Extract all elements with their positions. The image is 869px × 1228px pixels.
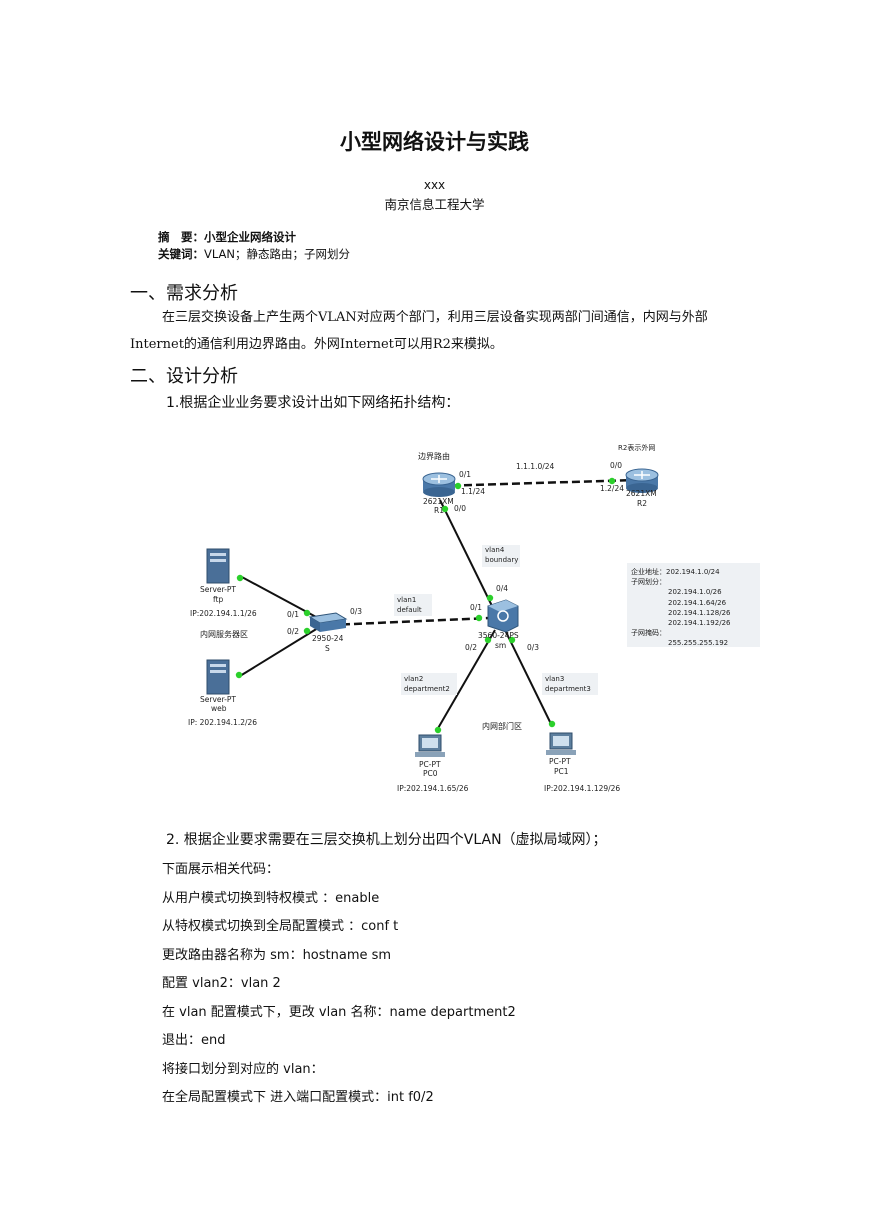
link-sm-pc0: [436, 629, 496, 731]
info-box: [627, 563, 760, 647]
link-s-sm: [329, 616, 491, 627]
server-web-icon[interactable]: [206, 659, 230, 695]
keywords-label: 关键词：: [158, 247, 204, 261]
keywords-text: VLAN；静态路由；子网划分: [204, 247, 351, 261]
info-mask-label: 子网掩码：: [631, 628, 666, 637]
info-address: 企业地址：202.194.1.0/24: [631, 567, 720, 576]
code-line: 从用户模式切换到特权模式 ：enable: [162, 891, 380, 906]
section1-paragraph: 在三层交换设备上产生两个VLAN对应两个部门，利用三层设备实现两部门间通信，内网…: [130, 310, 708, 352]
r2-name: R2: [637, 499, 647, 508]
code-line: 将接口划分到对应的 vlan：: [162, 1062, 324, 1077]
abstract: 摘 要：小型企业网络设计: [158, 229, 296, 245]
sm-port-02: 0/2: [465, 643, 477, 652]
r1-r2-network: 1.1.1.0/24: [516, 462, 555, 471]
pc1-ip: IP:202.194.1.129/26: [544, 784, 620, 793]
code-line: 配置 vlan2：vlan 2: [162, 976, 281, 991]
affiliation: 南京信息工程大学: [384, 197, 485, 212]
r1-name: R1: [434, 506, 444, 515]
abstract-label: 摘 要：: [158, 230, 204, 244]
info-subnet-4: 202.194.1.192/26: [668, 619, 731, 627]
web-model: Server-PT: [200, 695, 236, 704]
r1-model: 2621XM: [423, 497, 454, 506]
s-port-01: 0/1: [287, 610, 299, 619]
r1-port-00: 0/0: [454, 504, 466, 513]
vlan3-desc: department3: [545, 685, 591, 693]
vlan1-name: vlan1: [397, 596, 416, 604]
r1-port-01: 0/1: [459, 470, 471, 479]
section1-heading: 一、需求分析: [130, 283, 238, 304]
pc1-model: PC-PT: [549, 757, 571, 766]
pc0-ip: IP:202.194.1.65/26: [397, 784, 469, 793]
info-subnet-3: 202.194.1.128/26: [668, 609, 731, 617]
link-status-dots: [235, 477, 616, 734]
r2-ip: 1.2/24: [600, 484, 624, 493]
vlan4-name: vlan4: [485, 546, 505, 554]
code-line: 在全局配置模式下 进入端口配置模式：int f0/2: [162, 1090, 434, 1105]
r2-description: R2表示外网: [618, 443, 655, 452]
switch-s-icon[interactable]: [308, 612, 348, 632]
section2-item1: 1.根据企业业务要求设计出如下网络拓扑结构：: [166, 395, 460, 411]
sm-port-04: 0/4: [496, 584, 508, 593]
vlan4-label-bg: [482, 545, 520, 567]
pc0-icon[interactable]: [415, 734, 445, 757]
router-r1-icon[interactable]: [422, 472, 456, 497]
info-subnet-1: 202.194.1.0/26: [668, 588, 722, 596]
border-router-label: 边界路由: [418, 451, 450, 461]
r1-ip: 1.1/24: [461, 487, 485, 496]
router-r2-icon[interactable]: [625, 468, 659, 493]
s-name: S: [325, 644, 330, 653]
link-sm-pc1: [504, 629, 553, 727]
abstract-text: 小型企业网络设计: [204, 230, 296, 244]
vlan2-name: vlan2: [404, 675, 423, 683]
code-line: 从特权模式切换到全局配置模式 ：conf t: [162, 919, 399, 934]
web-ip: IP: 202.194.1.2/26: [188, 718, 257, 727]
vlan3-name: vlan3: [545, 675, 564, 683]
info-subnet-label: 子网划分：: [631, 577, 666, 586]
vlan1-desc: default: [397, 606, 422, 614]
vlan2-desc: department2: [404, 685, 450, 693]
vlan4-desc: boundary: [485, 556, 518, 564]
vlan3-label-bg: [542, 673, 598, 695]
pc0-name: PC0: [423, 769, 438, 778]
info-subnet-2: 202.194.1.64/26: [668, 599, 727, 607]
s-port-03: 0/3: [350, 607, 362, 616]
pc1-icon[interactable]: [546, 732, 576, 755]
code-line: 下面展示相关代码：: [162, 862, 280, 877]
r2-port: 0/0: [610, 461, 622, 470]
link-r1-sm: [439, 499, 494, 609]
page-title: 小型网络设计与实践: [340, 130, 529, 154]
link-r1-r2: [439, 478, 636, 488]
dept-area-label: 内网部门区: [482, 721, 522, 731]
multilayer-switch-sm-icon[interactable]: [487, 599, 519, 633]
pc0-model: PC-PT: [419, 760, 441, 769]
code-line: 更改路由器名称为 sm：hostname sm: [162, 948, 392, 963]
server-ftp-icon[interactable]: [206, 548, 230, 584]
sm-model: 3560-24PS: [478, 631, 519, 640]
sm-port-03: 0/3: [527, 643, 539, 652]
author: xxx: [423, 178, 446, 192]
pc1-name: PC1: [554, 767, 569, 776]
ftp-name: ftp: [213, 595, 223, 604]
ftp-model: Server-PT: [200, 585, 236, 594]
section2-item2: 2. 根据企业要求需要在三层交换机上划分出四个VLAN（虚拟局域网）；: [166, 832, 607, 848]
vlan1-label-bg: [394, 594, 432, 616]
code-line: 退出：end: [162, 1033, 226, 1048]
link-web-s: [239, 627, 319, 677]
server-area-label: 内网服务器区: [200, 629, 248, 639]
code-line: 在 vlan 配置模式下，更改 vlan 名称：name department2: [162, 1005, 516, 1020]
sm-name: sm: [495, 641, 506, 650]
sm-port-01: 0/1: [470, 603, 482, 612]
web-name: web: [211, 704, 227, 713]
r2-model: 2621XM: [626, 489, 657, 498]
s-model: 2950-24: [312, 634, 344, 643]
s-port-02: 0/2: [287, 627, 299, 636]
vlan2-label-bg: [401, 673, 457, 695]
info-mask: 255.255.255.192: [668, 639, 728, 647]
ftp-ip: IP:202.194.1.1/26: [190, 609, 257, 618]
keywords: 关键词：VLAN；静态路由；子网划分: [158, 246, 350, 262]
section2-heading: 二、设计分析: [130, 366, 238, 387]
